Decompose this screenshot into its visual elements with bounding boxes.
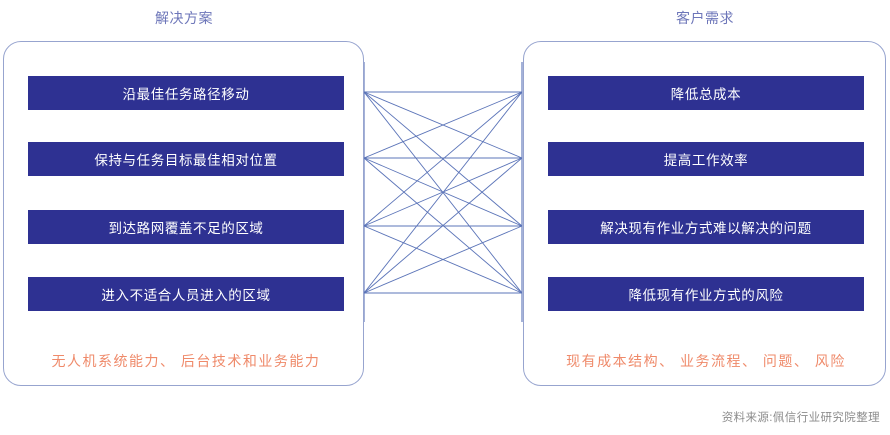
right-item-1[interactable]: 降低总成本 bbox=[548, 76, 864, 110]
right-item-2-label: 提高工作效率 bbox=[663, 153, 749, 168]
left-item-2[interactable]: 保持与任务目标最佳相对位置 bbox=[28, 142, 344, 176]
right-item-4[interactable]: 降低现有作业方式的风险 bbox=[548, 277, 864, 311]
left-item-1-label: 沿最佳任务路径移动 bbox=[122, 87, 250, 102]
left-item-1[interactable]: 沿最佳任务路径移动 bbox=[28, 76, 344, 110]
source-footnote: 资料来源:佩信行业研究院整理 bbox=[721, 412, 880, 424]
right-item-3[interactable]: 解决现有作业方式难以解决的问题 bbox=[548, 210, 864, 244]
left-panel: 沿最佳任务路径移动 保持与任务目标最佳相对位置 到达路网覆盖不足的区域 进入不适… bbox=[3, 41, 364, 386]
left-panel-title: 解决方案 bbox=[155, 10, 213, 26]
left-item-4-label: 进入不适合人员进入的区域 bbox=[101, 288, 271, 303]
left-item-2-label: 保持与任务目标最佳相对位置 bbox=[94, 153, 278, 168]
right-item-2[interactable]: 提高工作效率 bbox=[548, 142, 864, 176]
left-item-3[interactable]: 到达路网覆盖不足的区域 bbox=[28, 210, 344, 244]
right-panel-title: 客户需求 bbox=[676, 10, 734, 26]
left-panel-summary: 无人机系统能力、 后台技术和业务能力 bbox=[51, 353, 321, 369]
right-item-3-label: 解决现有作业方式难以解决的问题 bbox=[600, 221, 812, 236]
right-panel: 降低总成本 提高工作效率 解决现有作业方式难以解决的问题 降低现有作业方式的风险… bbox=[523, 41, 886, 386]
right-item-1-label: 降低总成本 bbox=[670, 87, 742, 102]
left-item-4[interactable]: 进入不适合人员进入的区域 bbox=[28, 277, 344, 311]
right-item-4-label: 降低现有作业方式的风险 bbox=[628, 288, 784, 303]
right-panel-summary: 现有成本结构、 业务流程、 问题、 风险 bbox=[566, 353, 846, 369]
left-item-3-label: 到达路网覆盖不足的区域 bbox=[108, 221, 264, 236]
